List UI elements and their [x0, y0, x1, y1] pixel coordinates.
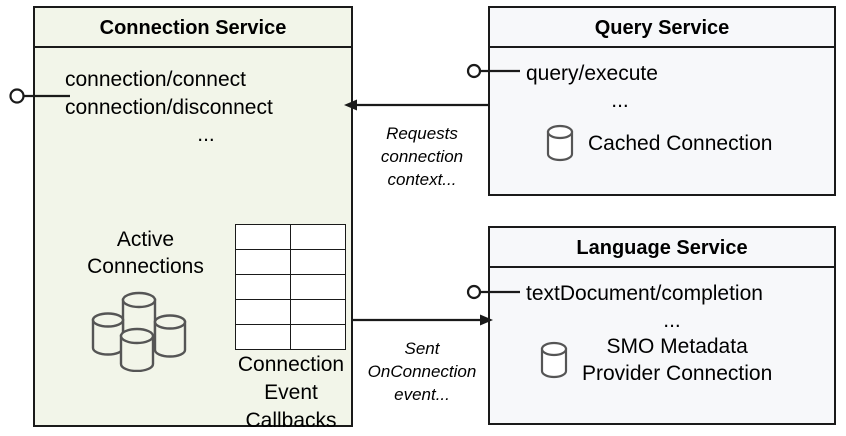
table-cell — [290, 324, 346, 350]
query-service-socket-icon[interactable] — [466, 61, 526, 81]
connection-service-body: connection/connect connection/disconnect… — [35, 48, 351, 432]
smo-metadata-connection-row: SMO Metadata Provider Connection — [538, 333, 772, 387]
connection-event-callbacks-label: Connection Event Callbacks — [217, 351, 365, 435]
language-service-box[interactable]: Language Service textDocument/completion… — [488, 226, 836, 425]
query-service-ellipsis: ... — [611, 89, 629, 112]
table-cell — [290, 299, 346, 325]
cached-connection-label: Cached Connection — [588, 131, 773, 155]
table-row — [235, 324, 346, 350]
endpoint-connection-connect: connection/connect — [65, 68, 246, 91]
table-row — [235, 224, 346, 250]
connection-service-ellipsis: ... — [197, 123, 215, 146]
language-service-title: Language Service — [490, 228, 834, 268]
language-service-endpoints: textDocument/completion ... — [526, 280, 818, 334]
cached-connection-row: Cached Connection — [544, 122, 772, 164]
arrow-label-line2: connection — [380, 147, 464, 166]
language-service-ellipsis: ... — [663, 309, 681, 332]
endpoint-query-execute: query/execute — [526, 62, 658, 85]
smo-metadata-label-line1: SMO Metadata — [606, 335, 748, 358]
smo-metadata-connection-label: SMO Metadata Provider Connection — [582, 333, 772, 387]
callbacks-label-line1: Connection — [237, 353, 345, 376]
callbacks-label-line3: Callbacks — [245, 409, 337, 432]
query-service-box[interactable]: Query Service query/execute ... — [488, 6, 836, 196]
arrow-label-line2: OnConnection — [367, 362, 477, 381]
arrow-label-line3: context... — [387, 170, 457, 189]
active-connections-label: Active Connections — [73, 226, 218, 280]
table-cell — [235, 299, 291, 325]
query-service-title: Query Service — [490, 8, 834, 48]
arrow-label-sent-onconnection-event: Sent OnConnection event... — [356, 337, 488, 406]
database-cylinder-icon — [538, 339, 570, 381]
query-service-endpoints: query/execute ... — [526, 60, 714, 114]
connection-service-socket-icon[interactable] — [8, 86, 78, 106]
language-service-socket-icon[interactable] — [466, 282, 526, 302]
table-cell — [290, 224, 346, 250]
connection-service-endpoints: connection/connect connection/disconnect… — [65, 66, 347, 148]
arrow-query-to-connection — [341, 96, 493, 114]
endpoint-textdocument-completion: textDocument/completion — [526, 282, 763, 305]
table-cell — [235, 224, 291, 250]
database-cluster-icon — [83, 286, 203, 372]
connection-service-title: Connection Service — [35, 8, 351, 48]
language-service-body: textDocument/completion ... — [490, 268, 834, 423]
table-cell — [290, 274, 346, 300]
table-row — [235, 249, 346, 275]
arrow-label-requests-connection-context: Requests connection context... — [358, 122, 486, 191]
table-row — [235, 274, 346, 300]
table-row — [235, 299, 346, 325]
table-cell — [290, 249, 346, 275]
arrow-label-line1: Requests — [386, 124, 458, 143]
arrow-label-line3: event... — [394, 385, 450, 404]
endpoint-connection-disconnect: connection/disconnect — [65, 96, 273, 119]
arrow-connection-to-language — [348, 311, 496, 329]
database-cylinder-icon — [544, 122, 576, 164]
table-cell — [235, 324, 291, 350]
smo-metadata-label-line2: Provider Connection — [582, 362, 773, 385]
table-cell — [235, 274, 291, 300]
table-cell — [235, 249, 291, 275]
connection-event-callbacks-table — [235, 224, 346, 350]
connection-service-box[interactable]: Connection Service connection/connect co… — [33, 6, 353, 432]
active-connections-label-line1: Active — [116, 228, 175, 251]
arrow-label-line1: Sent — [404, 339, 440, 358]
active-connections-label-line2: Connections — [87, 255, 204, 278]
query-service-body: query/execute ... — [490, 48, 834, 194]
callbacks-label-line2: Event — [264, 381, 318, 404]
